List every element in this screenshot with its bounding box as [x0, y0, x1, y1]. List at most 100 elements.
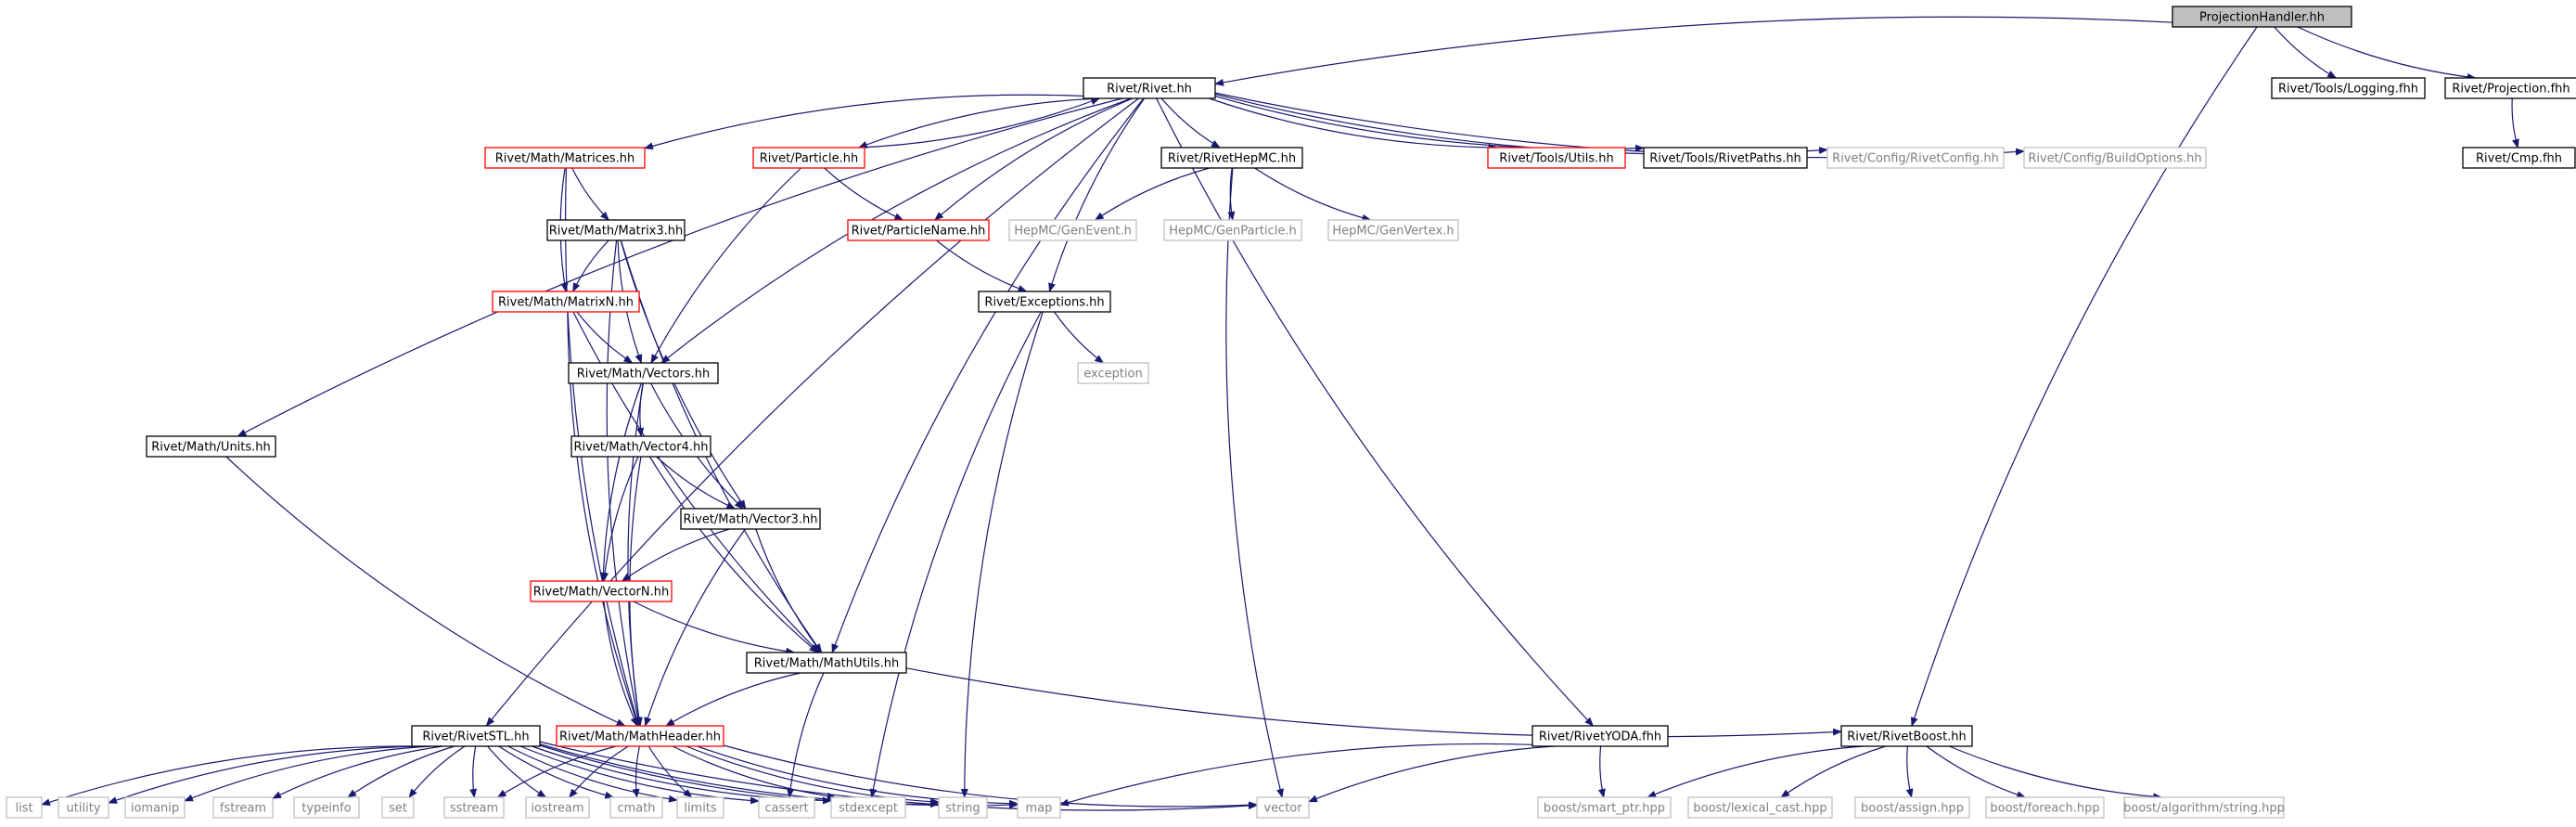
node-box [484, 147, 646, 169]
node-label: Rivet/Math/Vector4.hh [573, 441, 708, 455]
edge-rivet-to-rivetpaths [1214, 95, 1645, 152]
edge-exceptions-to-exception [1054, 311, 1105, 364]
node-rhepmc[interactable]: Rivet/RivetHepMC.hh [1160, 147, 1303, 169]
edge-rivetstl-to-string [539, 744, 940, 808]
node-vector: vector [1256, 796, 1310, 819]
node-box [1985, 796, 2105, 819]
node-pname[interactable]: Rivet/ParticleName.hh [847, 219, 990, 241]
node-box [847, 219, 990, 241]
node-vectors[interactable]: Rivet/Math/Vectors.hh [568, 362, 719, 384]
dependency-edges [41, 16, 2519, 811]
node-box [1077, 362, 1149, 384]
edge-rivetyoda-to-vector [1308, 745, 1556, 803]
edge-projf-to-cmp [2511, 97, 2519, 149]
node-iomanip: iomanip [124, 796, 186, 819]
edge-rivetboost-to-lexcast [1780, 745, 1887, 798]
node-label: Rivet/ParticleName.hh [852, 225, 986, 239]
edge-rhepmc-to-vector [1225, 167, 1284, 798]
node-rivetpaths[interactable]: Rivet/Tools/RivetPaths.hh [1643, 147, 1808, 169]
node-label: Rivet/Particle.hh [760, 152, 858, 166]
node-label: boost/algorithm/string.hpp [2123, 802, 2285, 816]
node-cmp[interactable]: Rivet/Cmp.fhh [2462, 147, 2576, 169]
edge-rivetstl-to-cassert [519, 745, 760, 805]
edge-matrices-to-matrix3 [571, 167, 609, 221]
node-label: Rivet/RivetHepMC.hh [1168, 152, 1296, 166]
edge-rhepmc-to-genevent [1094, 167, 1210, 221]
node-rivetstl[interactable]: Rivet/RivetSTL.hh [411, 725, 541, 747]
edge-rivet-to-rivetyoda [1156, 97, 1595, 727]
node-label: exception [1083, 368, 1143, 381]
edge-particle-to-vectors [650, 167, 801, 364]
edge-vector4-to-vector3 [656, 456, 737, 510]
edge-particle-to-pname [824, 167, 904, 221]
node-box [1687, 796, 1833, 819]
node-rivetboost[interactable]: Rivet/RivetBoost.hh [1840, 725, 1973, 747]
edge-projh-to-projf [2297, 26, 2477, 81]
node-rivetyoda[interactable]: Rivet/RivetYODA.fhh [1532, 725, 1669, 747]
edge-rivetstl-to-cmath [498, 745, 615, 799]
node-matrixn[interactable]: Rivet/Math/MatrixN.hh [492, 291, 640, 313]
node-particle[interactable]: Rivet/Particle.hh [752, 147, 865, 169]
node-exception: exception [1077, 362, 1149, 384]
node-vectorn[interactable]: Rivet/Math/VectorN.hh [530, 580, 673, 602]
node-label: limits [684, 802, 717, 816]
node-label: Rivet/Math/VectorN.hh [533, 586, 669, 600]
node-toolsutils[interactable]: Rivet/Tools/Utils.hh [1487, 147, 1626, 169]
node-projf[interactable]: Rivet/Projection.fhh [2444, 77, 2576, 99]
node-cassert: cassert [758, 796, 815, 819]
edge-rivet-to-matrices [644, 94, 1084, 150]
node-box [1643, 147, 1808, 169]
node-projh[interactable]: ProjectionHandler.hh [2172, 6, 2352, 28]
node-box [443, 796, 505, 819]
node-box [2023, 147, 2207, 169]
node-matrix3[interactable]: Rivet/Math/Matrix3.hh [546, 219, 686, 241]
node-label: cmath [617, 802, 655, 816]
node-rivet[interactable]: Rivet/Rivet.hh [1083, 77, 1216, 99]
node-label: Rivet/Exceptions.hh [984, 296, 1104, 310]
edge-projh-to-logging [2274, 26, 2338, 79]
node-label: Rivet/Tools/RivetPaths.hh [1649, 152, 1801, 166]
edge-rivetboost-to-assign [1905, 745, 1914, 798]
node-box [6, 796, 43, 819]
node-matrices[interactable]: Rivet/Math/Matrices.hh [484, 147, 646, 169]
node-box [1327, 219, 1459, 241]
edge-exceptions-to-string [960, 311, 1044, 798]
node-box [1532, 725, 1669, 747]
node-list: list [6, 796, 43, 819]
node-label: HepMC/GenParticle.h [1169, 225, 1296, 239]
edge-projh-to-rivet [1214, 16, 2173, 86]
node-label: Rivet/RivetSTL.hh [422, 730, 529, 744]
node-stdexcept: stdexcept [830, 796, 906, 819]
node-typeinfo: typeinfo [293, 796, 360, 819]
edge-mathheader-to-stdexcept [672, 745, 837, 800]
node-box [830, 796, 906, 819]
node-label: boost/lexical_cast.hpp [1693, 802, 1826, 816]
node-box [1160, 147, 1303, 169]
node-vector3[interactable]: Rivet/Math/Vector3.hh [680, 508, 821, 530]
node-box [2172, 6, 2352, 28]
node-exceptions[interactable]: Rivet/Exceptions.hh [978, 291, 1111, 313]
node-box [1256, 796, 1310, 819]
node-mathutils[interactable]: Rivet/Math/MathUtils.hh [746, 652, 907, 674]
node-label: Rivet/RivetYODA.fhh [1539, 730, 1661, 744]
node-foreach: boost/foreach.hpp [1985, 796, 2105, 819]
node-box [570, 435, 711, 458]
node-label: Rivet/Tools/Utils.hh [1499, 152, 1613, 166]
node-units[interactable]: Rivet/Math/Units.hh [146, 435, 276, 458]
node-label: ProjectionHandler.hh [2199, 11, 2325, 25]
edge-mathheader-to-sstream [496, 745, 617, 798]
edge-vector3-to-mathutils [755, 528, 822, 653]
node-logging[interactable]: Rivet/Tools/Logging.fhh [2271, 77, 2426, 99]
node-box [1537, 796, 1672, 819]
edge-rivetyoda-to-map [1059, 743, 1533, 807]
node-vector4[interactable]: Rivet/Math/Vector4.hh [570, 435, 711, 458]
node-box [1826, 147, 2005, 169]
node-genvertex: HepMC/GenVertex.h [1327, 219, 1459, 241]
node-mathheader[interactable]: Rivet/Math/MathHeader.hh [556, 725, 724, 747]
node-box [556, 725, 724, 747]
node-box [1840, 725, 1973, 747]
node-label: Rivet/Config/BuildOptions.hh [2028, 152, 2201, 166]
edge-rivetboost-to-foreach [1926, 745, 2027, 798]
edge-rivetyoda-to-smartptr [1598, 745, 1606, 798]
